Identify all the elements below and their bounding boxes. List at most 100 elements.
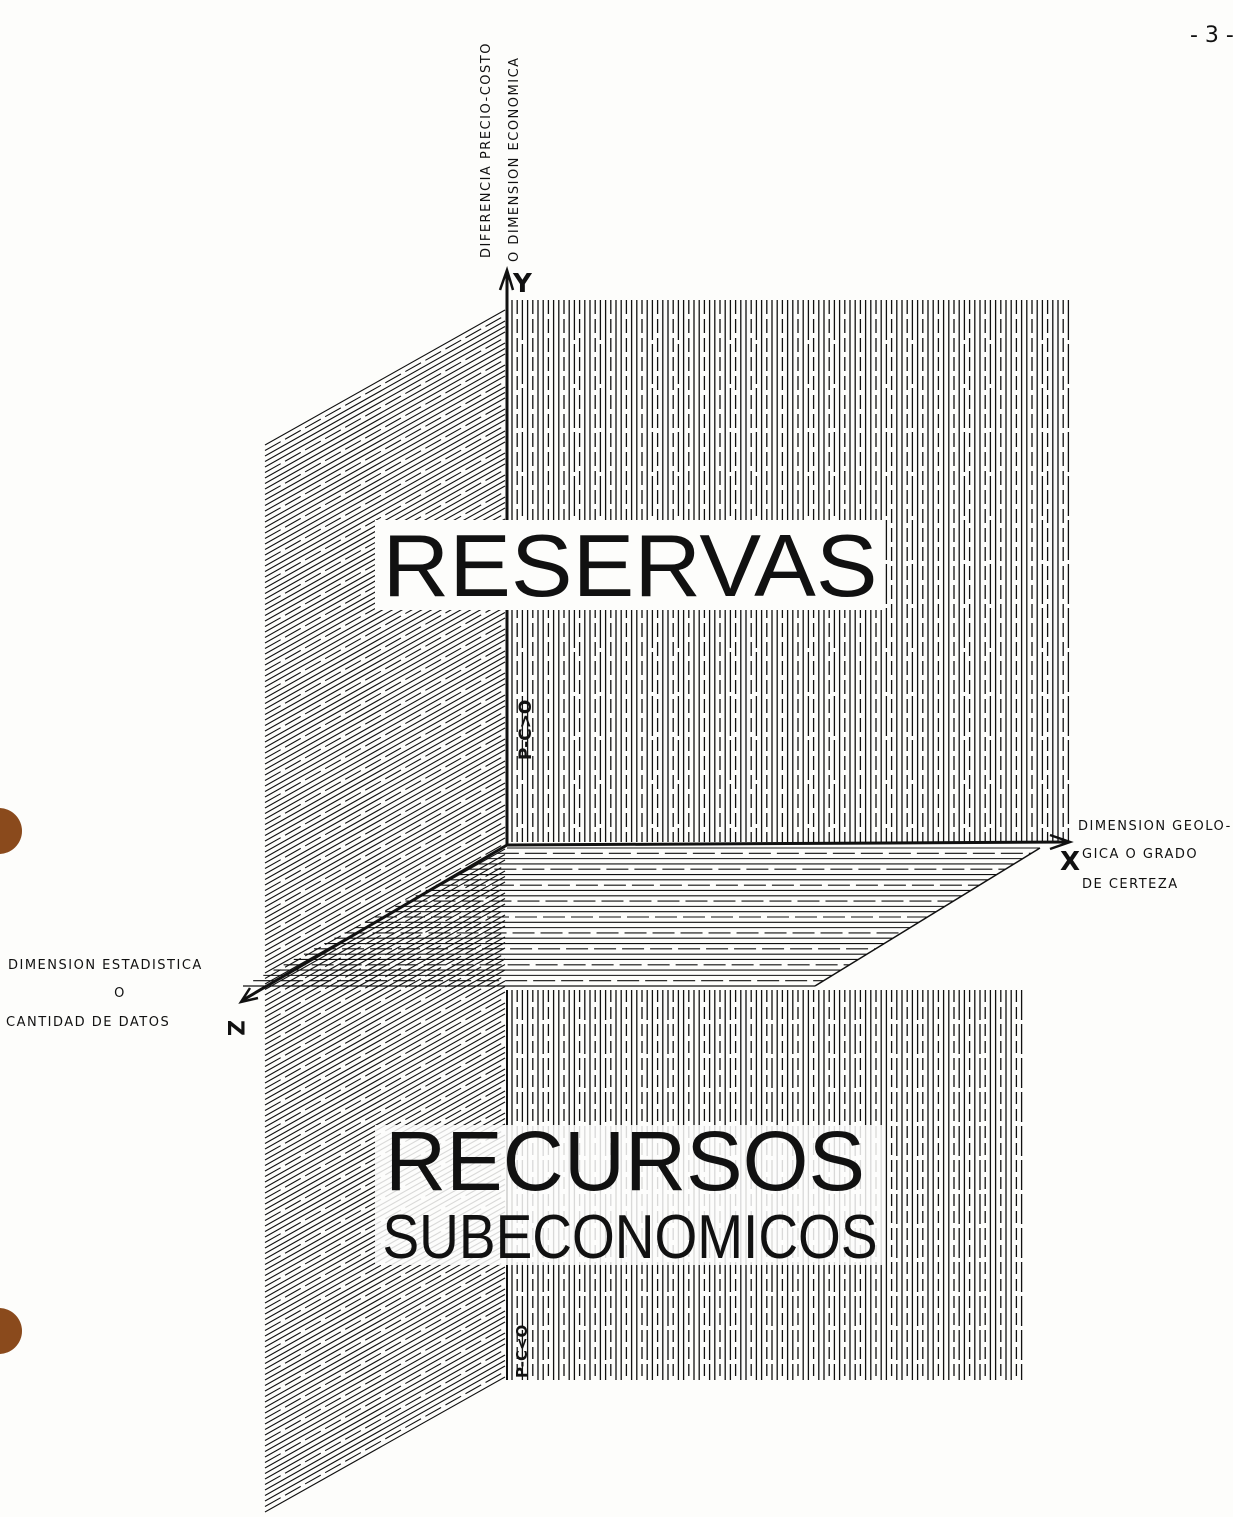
hatch-line	[264, 771, 506, 908]
hatch-line	[264, 414, 506, 550]
x-axis-label-line1: DIMENSION GEOLO-	[1078, 819, 1232, 834]
hatch-line	[264, 716, 506, 853]
hatch-line	[264, 381, 506, 517]
hatch-line	[264, 678, 506, 814]
hatch-line	[264, 436, 506, 572]
hatch-line	[264, 1343, 506, 1480]
hatch-line	[264, 986, 506, 1122]
hatch-line	[264, 1305, 506, 1441]
hatch-line	[264, 364, 506, 501]
hatch-line	[264, 1283, 506, 1419]
hatch-line	[264, 733, 506, 869]
hatch-line	[264, 667, 506, 803]
hatch-line	[264, 309, 506, 446]
hatch-line	[264, 320, 506, 457]
left-side-plane	[264, 309, 506, 1513]
hatch-line	[264, 755, 506, 891]
hatch-line	[264, 1299, 506, 1436]
hatch-line	[264, 650, 506, 787]
hatch-line	[264, 744, 506, 880]
hatch-line	[264, 936, 506, 1073]
hatch-line	[264, 639, 506, 776]
hatch-line	[264, 1288, 506, 1425]
hatch-line	[264, 331, 506, 468]
hatch-line	[264, 832, 506, 968]
hatch-line	[264, 370, 506, 506]
hatch-line	[264, 606, 506, 743]
hatch-line	[264, 964, 506, 1100]
hatch-line	[264, 837, 506, 974]
hatch-line	[264, 821, 506, 957]
hatch-line	[264, 661, 506, 798]
hatch-line	[264, 590, 506, 726]
hatch-line	[264, 975, 506, 1111]
hatch-line	[264, 386, 506, 523]
hatch-line	[264, 700, 506, 836]
hatch-line	[264, 353, 506, 490]
hatch-line	[264, 804, 506, 941]
z-axis-line	[242, 843, 508, 1002]
hatch-line	[264, 392, 506, 528]
y-axis-letter: Y	[512, 269, 533, 299]
hatch-line	[264, 601, 506, 737]
hatch-line	[264, 1310, 506, 1447]
hatch-line	[264, 656, 506, 792]
hatch-line	[264, 898, 506, 1034]
hatch-line	[264, 408, 506, 545]
hatch-line	[264, 925, 506, 1062]
z-axis-label-line3: CANTIDAD DE DATOS	[6, 1015, 170, 1030]
hatch-line	[264, 326, 506, 462]
hatch-line	[264, 920, 506, 1056]
hatch-line	[264, 958, 506, 1095]
hatch-line	[264, 595, 506, 732]
hatch-line	[264, 683, 506, 820]
x-axis-label-line2: GICA O GRADO	[1082, 847, 1198, 862]
hatch-line	[264, 903, 506, 1040]
hatch-line	[264, 969, 506, 1106]
hatch-line	[264, 1244, 506, 1381]
hatch-line	[264, 1294, 506, 1430]
hatch-line	[264, 1052, 506, 1188]
hatch-line	[264, 793, 506, 930]
hatch-line	[264, 705, 506, 842]
hatch-line	[264, 843, 506, 979]
hatch-line	[264, 914, 506, 1051]
hatch-line	[264, 1046, 506, 1183]
z-axis-label-line1: DIMENSION ESTADISTICA	[8, 958, 203, 973]
hatch-line	[264, 727, 506, 864]
hatch-line	[264, 348, 506, 484]
hatch-line	[264, 430, 506, 567]
punch-hole-mark	[0, 1308, 22, 1354]
hatch-line	[264, 749, 506, 886]
z-axis-label-line2: O	[114, 986, 126, 1001]
hatch-line	[264, 337, 506, 473]
hatch-line	[264, 1272, 506, 1408]
hatch-line	[264, 1266, 506, 1403]
hatch-line	[264, 887, 506, 1023]
x-axis-line	[506, 840, 1069, 847]
hatch-line	[264, 1002, 506, 1139]
x-axis-letter: X	[1060, 847, 1080, 877]
hatch-line	[264, 1360, 506, 1496]
floor-edge	[814, 847, 1041, 987]
hatch-line	[264, 991, 506, 1128]
hatch-line	[264, 1035, 506, 1172]
punch-hole-mark	[0, 808, 22, 854]
hatch-line	[264, 1250, 506, 1386]
hatch-line	[264, 1376, 506, 1513]
hatch-line	[264, 980, 506, 1117]
hatch-line	[264, 315, 506, 451]
hatch-line	[264, 1277, 506, 1414]
hatch-line	[264, 612, 506, 748]
hatch-line	[264, 623, 506, 759]
hatch-line	[264, 1013, 506, 1150]
hatch-line	[264, 342, 506, 479]
resources-title-backdrop	[375, 1125, 885, 1265]
x-axis-arrowhead	[1049, 833, 1074, 851]
hatch-line	[264, 942, 506, 1078]
hatch-line	[264, 1327, 506, 1463]
hatch-line	[264, 1261, 506, 1397]
hatch-line	[264, 1349, 506, 1485]
z-axis-arrowhead	[238, 987, 259, 1004]
